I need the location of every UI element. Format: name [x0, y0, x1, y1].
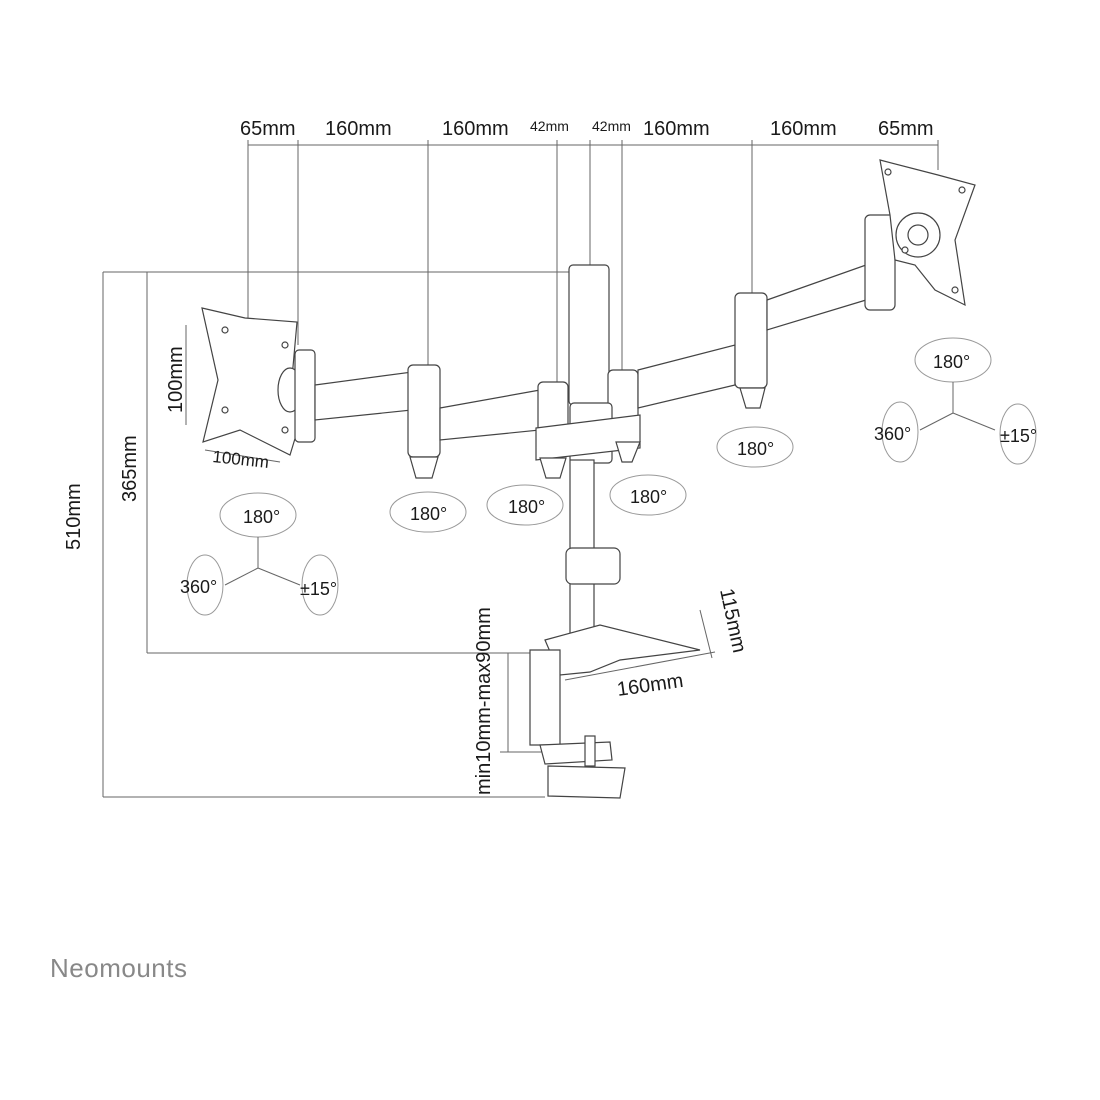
left-arm	[294, 349, 541, 479]
dim-top-1: 65mm	[240, 118, 296, 140]
height-dimension-lines	[102, 271, 585, 798]
left-vesa-plate	[201, 307, 303, 456]
dim-desk-clamp: min10mm-max90mm	[473, 607, 495, 795]
joint-2-label: 180°	[508, 497, 545, 517]
center-pole	[535, 264, 641, 641]
right-head-swivel-label: ±15°	[1000, 426, 1037, 446]
desk-clamp	[529, 624, 701, 799]
joint-4-label: 180°	[737, 439, 774, 459]
right-arm	[637, 214, 896, 409]
left-head-tilt-label: 180°	[243, 507, 280, 527]
dim-top-5: 42mm	[592, 118, 631, 134]
left-head-swivel-label: ±15°	[300, 579, 337, 599]
dim-top-8: 65mm	[878, 118, 934, 140]
dim-arm-height: 365mm	[119, 435, 141, 502]
brand-logo: Neomounts	[50, 953, 188, 983]
dim-total-height: 510mm	[63, 483, 85, 550]
right-head-rotate-label: 360°	[874, 424, 911, 444]
left-head-rotation-diagram	[186, 492, 339, 616]
joint-3-label: 180°	[630, 487, 667, 507]
dim-base-depth: 115mm	[715, 586, 750, 654]
right-head-tilt-label: 180°	[933, 352, 970, 372]
right-head-rotation-diagram	[881, 337, 1037, 465]
dim-top-6: 160mm	[643, 118, 710, 140]
dim-top-3: 160mm	[442, 118, 509, 140]
top-dimension-lines	[247, 140, 939, 385]
right-vesa-plate	[879, 159, 976, 307]
dim-base-width: 160mm	[616, 670, 685, 701]
dim-vesa-width: 100mm	[212, 447, 270, 472]
left-head-rotate-label: 360°	[180, 577, 217, 597]
dim-top-4: 42mm	[530, 118, 569, 134]
dim-vesa-height: 100mm	[165, 346, 187, 413]
dim-top-7: 160mm	[770, 118, 837, 140]
joint-1-label: 180°	[410, 504, 447, 524]
dim-top-2: 160mm	[325, 118, 392, 140]
joint-rotation-ellipses	[389, 426, 794, 533]
